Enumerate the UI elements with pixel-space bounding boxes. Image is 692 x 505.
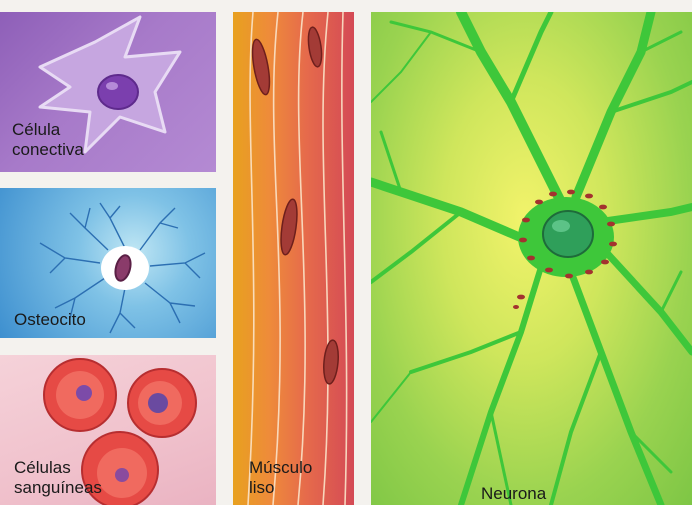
smooth-muscle-panel: Músculo liso [233, 12, 354, 505]
smooth-muscle-illustration [233, 12, 354, 505]
blood-label-line2: sanguíneas [14, 478, 102, 497]
blood-cells-panel: Células sanguíneas [0, 355, 216, 505]
muscle-label-line2: liso [249, 478, 275, 497]
osteocyte-panel: Osteocito [0, 188, 216, 338]
blood-label-line1: Células [14, 458, 71, 477]
osteocyte-label: Osteocito [14, 310, 86, 329]
muscle-label-line1: Músculo [249, 458, 312, 477]
neuron-illustration [371, 12, 692, 505]
connective-label-line2: conectiva [12, 140, 84, 159]
connective-cell-panel: Célula conectiva [0, 12, 216, 172]
connective-label-line1: Célula [12, 120, 60, 139]
neuron-label: Neurona [481, 484, 546, 503]
neuron-panel: Neurona [371, 12, 692, 505]
